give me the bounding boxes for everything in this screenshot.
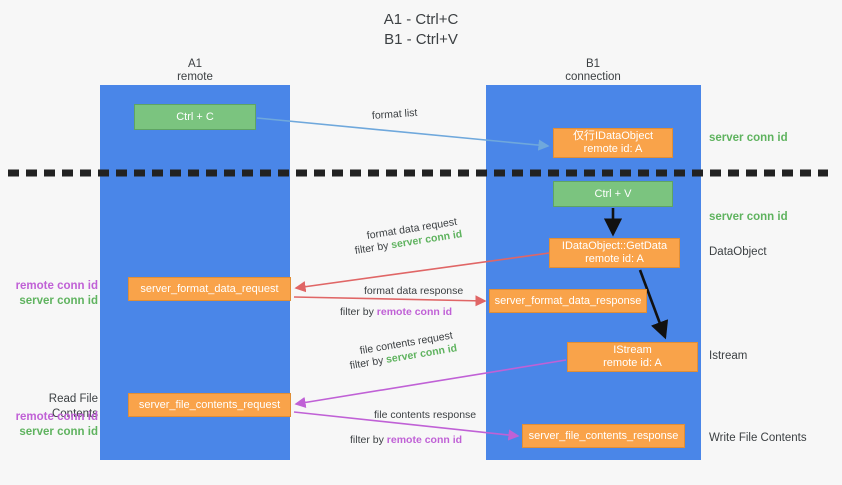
node-idataobject-sub: remote id: A xyxy=(583,143,643,155)
arrow-file-contents-request xyxy=(294,359,567,408)
node-idataobject[interactable]: 仅行IDataObject remote id: A xyxy=(553,128,673,158)
arrow-format-data-response xyxy=(293,295,487,307)
lane-header-b1: B1 connection xyxy=(513,58,673,84)
lane-a1-sub: remote xyxy=(177,71,213,83)
filter-by-text-4: filter by xyxy=(350,434,384,446)
lane-header-a1: A1 remote xyxy=(115,58,275,84)
node-ctrl-v-label: Ctrl + V xyxy=(594,187,632,200)
node-server-file-contents-response[interactable]: server_file_contents_response xyxy=(522,424,685,448)
label-server-conn-id-left-top: server conn id xyxy=(19,295,98,307)
label-server-conn-id-left-bottom: server conn id xyxy=(19,426,98,438)
remote-conn-id-text-1: remote conn id xyxy=(376,306,453,318)
label-left-conn-ids-bottom: remote conn id server conn id xyxy=(8,410,98,440)
node-server-file-contents-request-label: server_file_contents_request xyxy=(138,398,281,411)
label-write-file-contents: Write File Contents xyxy=(709,432,807,444)
node-server-file-contents-request[interactable]: server_file_contents_request xyxy=(128,393,291,417)
label-server-conn-id-mid: server conn id xyxy=(709,211,788,223)
label-server-conn-id-top: server conn id xyxy=(709,132,788,144)
label-remote-conn-id-bottom: remote conn id xyxy=(15,411,98,423)
node-getdata-label: IDataObject::GetData xyxy=(561,240,668,252)
remote-conn-id-text-2: remote conn id xyxy=(386,434,463,446)
lane-a1-name: A1 xyxy=(187,58,203,70)
node-istream[interactable]: IStream remote id: A xyxy=(567,342,698,372)
lane-b1-name: B1 xyxy=(585,58,601,70)
title-line-2: B1 - Ctrl+V xyxy=(384,31,458,48)
caption-file-contents-response-filter: filter by remote conn id xyxy=(350,434,462,447)
node-ctrl-v[interactable]: Ctrl + V xyxy=(553,181,673,207)
node-server-format-data-response-label: server_format_data_response xyxy=(494,294,642,307)
node-idataobject-getdata[interactable]: IDataObject::GetData remote id: A xyxy=(549,238,680,268)
arrow-format-data-request xyxy=(294,252,550,293)
label-left-conn-ids-top: remote conn id server conn id xyxy=(8,279,98,309)
label-istream: Istream xyxy=(709,350,748,362)
node-server-format-data-request-label: server_format_data_request xyxy=(140,282,279,295)
label-remote-conn-id-top: remote conn id xyxy=(15,280,98,292)
node-server-file-contents-response-label: server_file_contents_response xyxy=(528,429,679,442)
node-idataobject-label: 仅行IDataObject xyxy=(572,130,654,142)
lane-b1-sub: connection xyxy=(565,71,621,83)
label-read-file-contents: Read File Contents xyxy=(48,393,98,420)
arrow-format-list xyxy=(256,117,550,151)
arrow-file-contents-response xyxy=(293,411,520,441)
node-ctrl-c-label: Ctrl + C xyxy=(176,110,214,123)
node-server-format-data-request[interactable]: server_format_data_request xyxy=(128,277,291,301)
caption-format-data-response-filter: filter by remote conn id xyxy=(340,306,452,319)
node-istream-label: IStream xyxy=(613,344,652,356)
node-server-format-data-response[interactable]: server_format_data_response xyxy=(489,289,647,313)
caption-format-data-response: format data response xyxy=(364,285,464,297)
node-istream-sub: remote id: A xyxy=(603,357,662,369)
node-ctrl-c[interactable]: Ctrl + C xyxy=(134,104,256,130)
filter-by-text-2: filter by xyxy=(340,306,374,318)
label-dataobject: DataObject xyxy=(709,246,767,258)
arrow-getdata-to-istream xyxy=(638,269,669,340)
node-getdata-sub: remote id: A xyxy=(585,253,644,265)
title-line-1: A1 - Ctrl+C xyxy=(383,11,459,28)
caption-file-contents-response: file contents response xyxy=(374,409,477,421)
diagram-title: A1 - Ctrl+C B1 - Ctrl+V xyxy=(0,10,842,50)
